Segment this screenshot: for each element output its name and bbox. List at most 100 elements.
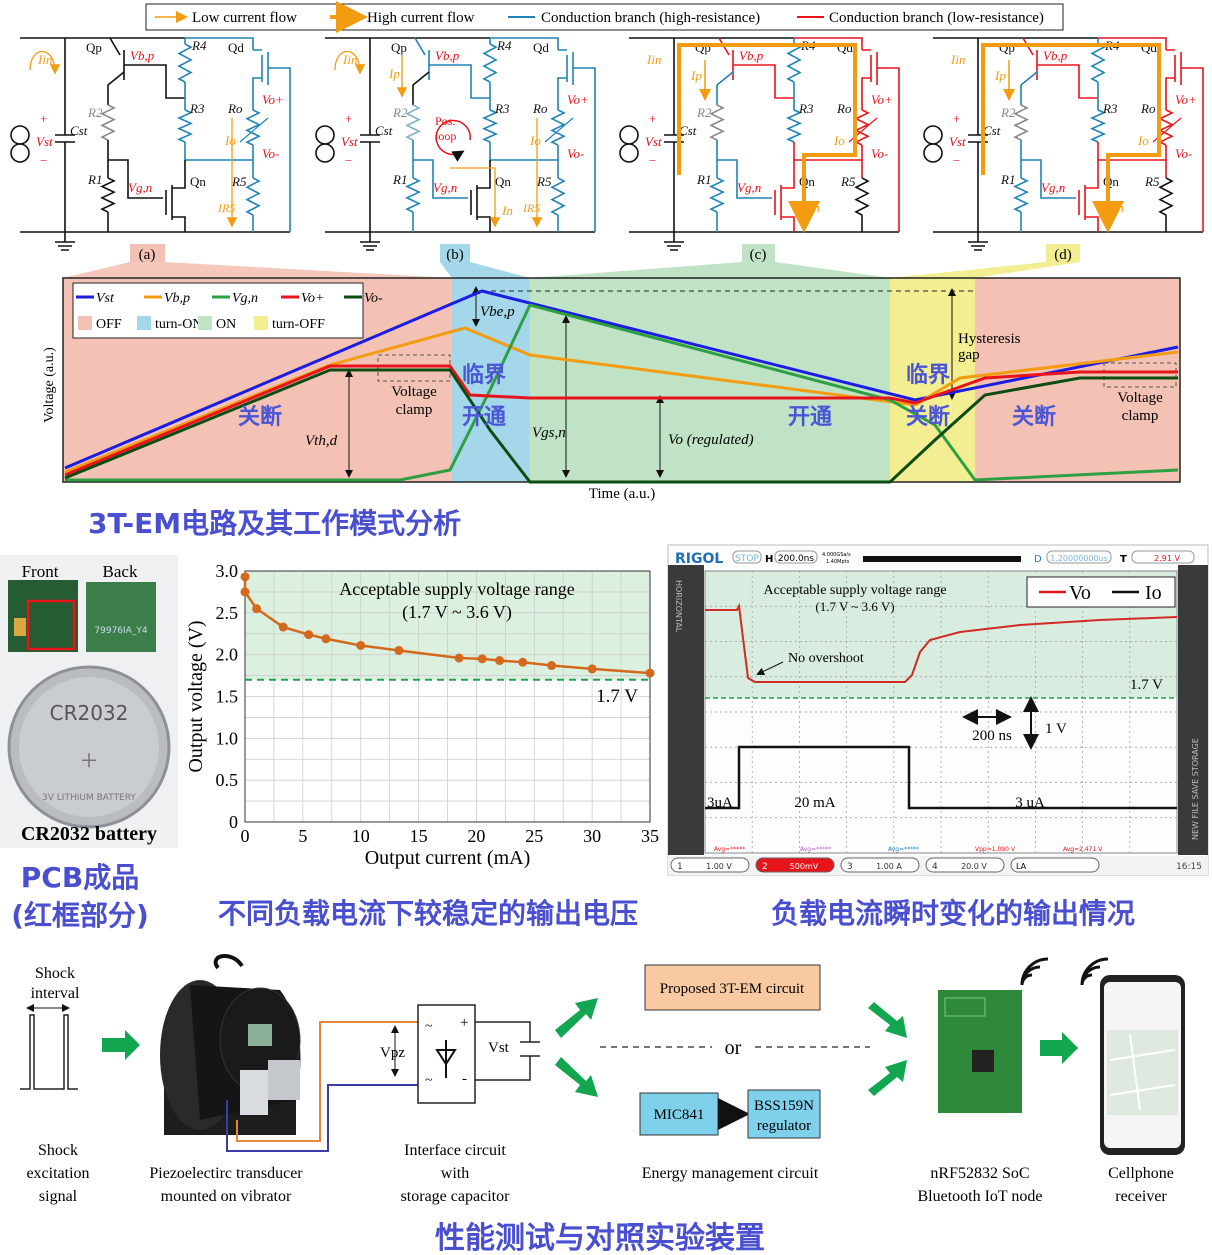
- label-qn: Qn: [799, 174, 815, 189]
- label-iin: Iin: [646, 52, 661, 67]
- label-qp: Qp: [999, 40, 1015, 55]
- clamp-label-1: Voltage: [391, 384, 437, 400]
- data-point: [304, 630, 314, 640]
- x-tick-label: 20: [467, 826, 485, 846]
- panel-tag-c: (c): [750, 247, 767, 263]
- top-rail-right: [1098, 37, 1167, 50]
- label-qn: Qn: [495, 174, 511, 189]
- label-iin: Iin: [342, 52, 357, 67]
- resistor-r1: [709, 177, 725, 213]
- waveform-vo: [64, 364, 1178, 477]
- label-ir5: IR5: [217, 201, 235, 215]
- scope-side-right: NEW FILE SAVE STORAGE: [1191, 738, 1200, 840]
- la-pill: [1010, 857, 1100, 873]
- y-tick-label: 1.0: [216, 728, 239, 748]
- qn-mosfet: [165, 160, 186, 232]
- rectifier-minus: -: [462, 1071, 467, 1087]
- gate-wire: [412, 140, 468, 199]
- scope-run-state[interactable]: STOP: [735, 554, 759, 564]
- resistor-r2: [709, 104, 725, 141]
- battery-label: CR2032: [50, 701, 129, 725]
- label-qd: Qd: [1141, 40, 1157, 55]
- label-r5: R5: [840, 174, 856, 189]
- resistor-r4: [1090, 43, 1106, 83]
- scope-delay[interactable]: 1.20000000us: [1050, 554, 1108, 563]
- hysteresis-label: Hysteresis: [958, 331, 1021, 347]
- scope-band-label: Acceptable supply voltage range: [763, 583, 946, 598]
- vpz-label: Vpz: [380, 1045, 405, 1061]
- proposed-circuit-box: [644, 964, 821, 1011]
- data-point: [394, 645, 404, 655]
- label-loop: Pos.: [435, 114, 455, 128]
- scope-t: T: [1120, 554, 1127, 565]
- circuit-title: 3T-EM电路及其工作模式分析: [88, 507, 461, 540]
- label-vgn: Vg,n: [1041, 180, 1065, 195]
- high-current-path: [981, 43, 1161, 233]
- waveform-vo: [64, 368, 1178, 484]
- scope-trigger-level[interactable]: 2.91 V: [1154, 554, 1180, 563]
- wire: [716, 71, 734, 105]
- label-io: Io: [1137, 133, 1149, 148]
- top-rail-right: [185, 37, 254, 50]
- current-source-icon: [315, 125, 335, 145]
- label-vst: Vst: [645, 134, 662, 149]
- legend-low-current: Low current flow: [192, 10, 297, 26]
- hysteresis-label-b: gap: [958, 347, 980, 363]
- pcb-board-code: 79976IA_Y4: [94, 626, 147, 636]
- scope-rate: 4.000GSa/s: [822, 552, 851, 558]
- clamp-label-1b: clamp: [396, 402, 433, 418]
- caption-pcb-2: (红框部分): [11, 899, 149, 932]
- label-vst: Vst: [341, 134, 358, 149]
- caption-scope: 负载电流瞬时变化的输出情况: [771, 897, 1135, 930]
- band-range: (1.7 V ~ 3.6 V): [402, 602, 512, 623]
- scope-volt-scale: 1 V: [1045, 721, 1067, 737]
- label-r5: R5: [1144, 174, 1160, 189]
- waveform-xlabel: Time (a.u.): [589, 486, 656, 502]
- label-in: In: [808, 200, 820, 215]
- battery-caption: CR2032 battery: [21, 823, 157, 845]
- scope-clock: 16:15: [1176, 862, 1202, 872]
- y-tick-label: 2.5: [216, 603, 239, 623]
- qn-mosfet: [774, 160, 795, 232]
- oscilloscope-screenshot: HORIZONTAL NEW FILE SAVE STORAGE RIGOL S…: [667, 544, 1209, 876]
- scope-measurement: Avg=*****: [888, 846, 919, 853]
- x-tick-label: 0: [241, 826, 250, 846]
- scope-channel-3[interactable]: 3 1.00 A: [840, 857, 920, 873]
- channel-pill: [840, 857, 920, 873]
- mode-critical-1: 临界: [462, 362, 506, 388]
- region-label-turn-on: turn-ON: [155, 317, 202, 332]
- high-current-path: [677, 43, 857, 233]
- label-r4: R4: [191, 38, 207, 53]
- node-wire: [489, 142, 558, 161]
- scope-points: 1.40Mpts: [826, 559, 850, 565]
- label-minus: −: [649, 153, 656, 168]
- label-r1: R1: [696, 172, 711, 187]
- label-r2: R2: [696, 105, 712, 120]
- waveform-vgn: [65, 303, 1179, 482]
- channel-number: 3: [847, 862, 853, 872]
- scope-h: H: [765, 554, 773, 565]
- ground-icon: [360, 232, 380, 251]
- label-io: Io: [224, 133, 236, 148]
- qd-mosfet: [861, 49, 900, 232]
- label-r5: R5: [231, 174, 247, 189]
- label-vbp: Vb,p: [435, 48, 460, 63]
- label-vop: Vo+: [1175, 92, 1197, 107]
- label-vst: Vst: [949, 134, 966, 149]
- bss159n-label-1: BSS159N: [754, 1098, 814, 1114]
- label-cst: Cst: [375, 123, 393, 138]
- vo-regulated-label: Vo (regulated): [668, 432, 754, 448]
- label-io: Io: [529, 133, 541, 148]
- svg-text:~: ~: [425, 1019, 433, 1034]
- scope-timebase[interactable]: 200.0ns: [778, 554, 814, 564]
- label-iin: Iin: [37, 52, 52, 67]
- resistor-r3: [1090, 109, 1106, 143]
- channel-scale: 1.00 A: [876, 862, 902, 871]
- resistor-r1: [100, 177, 116, 213]
